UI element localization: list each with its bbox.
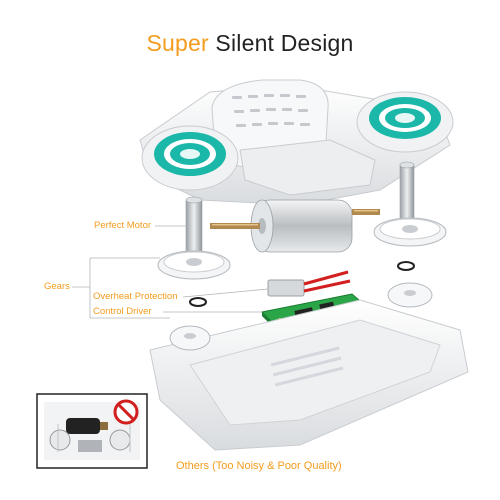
prohibited-icon (113, 399, 139, 425)
right-shaft-gear (373, 161, 447, 271)
label-overheat-protection: Overheat Protection (93, 291, 178, 302)
label-gears: Gears (44, 281, 70, 292)
callout-lines (72, 225, 269, 319)
vent-slots (232, 94, 310, 127)
title-accent: Super (146, 30, 209, 56)
label-perfect-motor: Perfect Motor (94, 220, 152, 231)
motor (210, 199, 380, 253)
page-title: Super Silent Design (0, 30, 500, 57)
overheat-sensor (189, 270, 351, 307)
base-shell (149, 282, 469, 451)
label-control-driver: Control Driver (93, 306, 152, 317)
others-caption: Others (Too Noisy & Poor Quality) (176, 460, 342, 472)
right-massage-head (356, 91, 454, 153)
left-massage-head (141, 125, 239, 191)
title-rest: Silent Design (208, 30, 354, 56)
left-shaft-gear (157, 196, 231, 280)
